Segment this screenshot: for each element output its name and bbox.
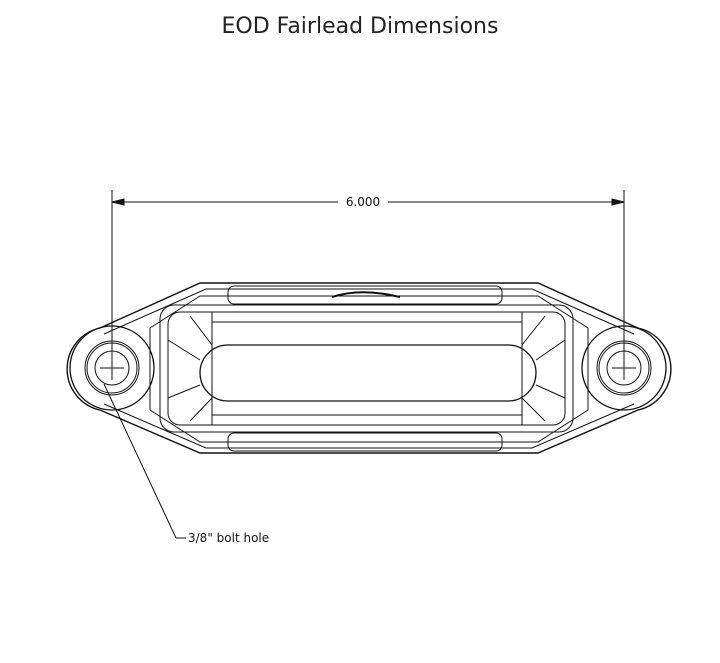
logo-mark [331,291,401,298]
width-dimension: 6.000 [111,190,625,360]
bolt-hole-callout: 3/8" bolt hole [103,383,269,545]
dimension-label: 6.000 [346,195,380,209]
bolt-hole-right [581,325,667,411]
callout-label: 3/8" bolt hole [188,531,269,545]
drawing-title: EOD Fairlead Dimensions [221,14,499,39]
bolt-hole-left [69,325,155,411]
fairlead-body [66,282,672,454]
